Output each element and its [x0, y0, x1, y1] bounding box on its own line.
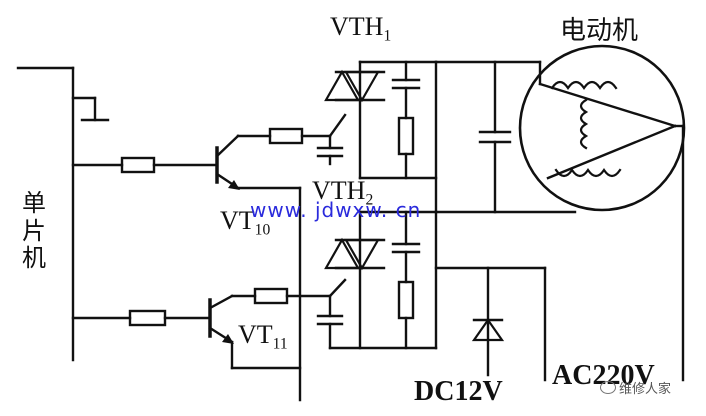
watermark-brand: 维修人家 [600, 378, 671, 397]
vt11-drive [71, 278, 347, 370]
ac-line [434, 124, 685, 382]
motor-wiring [434, 60, 577, 214]
watermark-site: www. jdwxw. cn [250, 198, 422, 222]
label-dc12v: DC12V [414, 376, 503, 407]
label-mcu: 单片机 [22, 189, 46, 273]
resistor-snubber-1 [397, 116, 415, 156]
resistor-gate-vth2 [253, 287, 289, 305]
vt10-drive [71, 113, 347, 402]
resistor-r-base-vt11 [128, 309, 167, 327]
label-vth1: VTH1 [330, 12, 392, 45]
vth2-block [324, 210, 438, 350]
resistor-r-base-vt10 [120, 156, 156, 174]
resistor-gate-vth1 [268, 127, 304, 145]
label-motor: 电动机 [560, 16, 639, 46]
label-vth2: VTH2 [312, 176, 374, 209]
mcu-bus [16, 66, 110, 362]
vth1-block [324, 60, 438, 214]
motor [518, 44, 686, 212]
dc-supply [471, 266, 505, 377]
label-vt10: VT10 [220, 206, 271, 239]
resistor-snubber-2 [397, 280, 415, 320]
chat-bubble-icon [600, 381, 616, 394]
label-vt11: VT11 [238, 320, 288, 353]
